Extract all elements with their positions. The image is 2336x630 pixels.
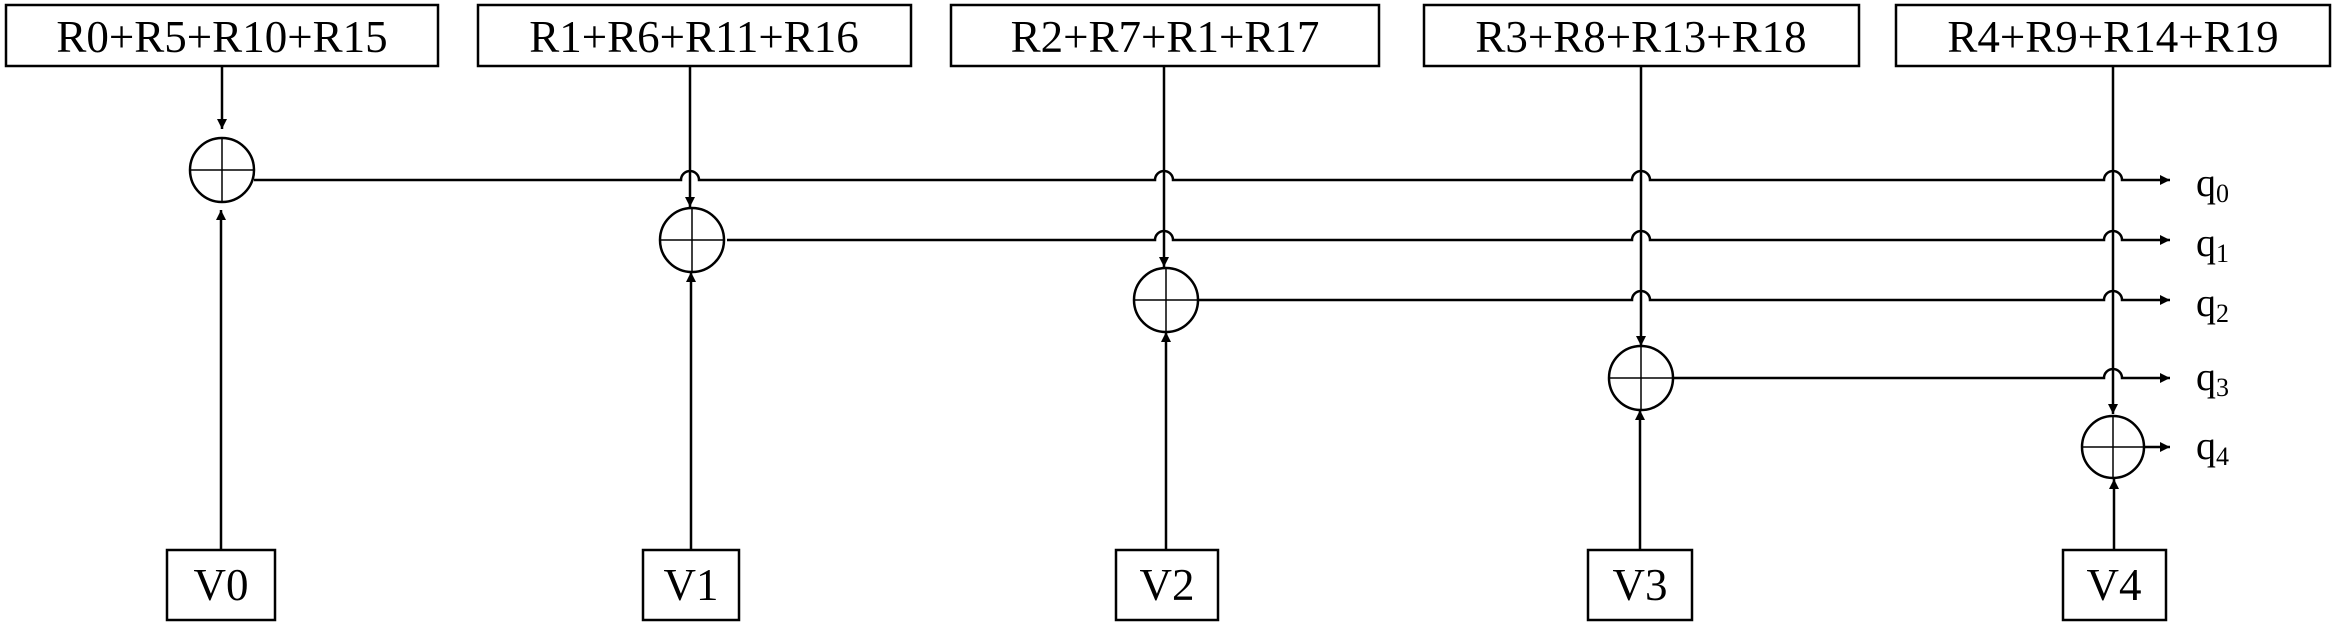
input-box-v4: V4 bbox=[2061, 548, 2168, 622]
input-box-v0: V0 bbox=[165, 548, 277, 622]
adder-2 bbox=[1132, 266, 1200, 334]
sum-box-3-label: R3+R8+R13+R18 bbox=[1475, 12, 1806, 62]
output-line-q2 bbox=[1199, 289, 2170, 305]
output-line-q0 bbox=[254, 169, 2170, 185]
output-line-q1 bbox=[727, 229, 2170, 245]
input-box-v1: V1 bbox=[641, 548, 741, 622]
sum-box-4: R4+R9+R14+R19 bbox=[1894, 3, 2332, 68]
adder-4 bbox=[2080, 414, 2146, 480]
output-label-q4: q4 bbox=[2196, 423, 2229, 471]
output-line-q3 bbox=[1673, 367, 2170, 383]
adder-1 bbox=[658, 206, 726, 274]
input-box-v2-label: V2 bbox=[1140, 560, 1195, 610]
output-label-q2: q2 bbox=[2196, 280, 2229, 328]
sum-box-3: R3+R8+R13+R18 bbox=[1422, 3, 1861, 68]
sum-box-4-label: R4+R9+R14+R19 bbox=[1947, 12, 2278, 62]
input-box-v2: V2 bbox=[1114, 548, 1220, 622]
output-label-q0: q0 bbox=[2196, 160, 2229, 208]
sum-box-0-label: R0+R5+R10+R15 bbox=[56, 12, 387, 62]
sum-box-1-label: R1+R6+R11+R16 bbox=[529, 12, 859, 62]
adder-3 bbox=[1607, 344, 1675, 412]
input-box-v3-label: V3 bbox=[1613, 560, 1668, 610]
input-box-v4-label: V4 bbox=[2087, 560, 2142, 610]
sum-box-1: R1+R6+R11+R16 bbox=[476, 3, 913, 68]
output-label-q3: q3 bbox=[2196, 354, 2229, 402]
sum-box-2-label: R2+R7+R1+R17 bbox=[1011, 12, 1320, 62]
sum-box-0: R0+R5+R10+R15 bbox=[4, 3, 440, 68]
adder-0 bbox=[188, 136, 256, 204]
input-box-v3: V3 bbox=[1586, 548, 1694, 622]
output-label-q1: q1 bbox=[2196, 220, 2229, 268]
input-box-v0-label: V0 bbox=[194, 560, 249, 610]
sum-box-2: R2+R7+R1+R17 bbox=[949, 3, 1381, 68]
input-box-v1-label: V1 bbox=[664, 560, 719, 610]
